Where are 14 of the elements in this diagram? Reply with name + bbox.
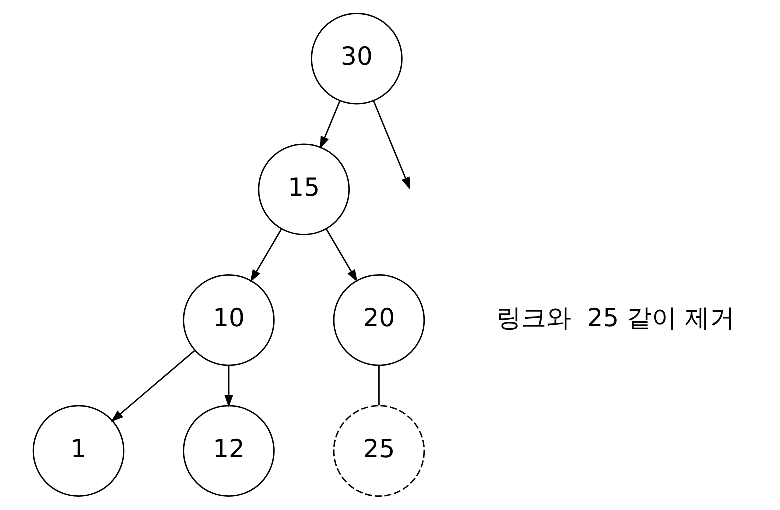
arrow	[111, 350, 196, 422]
node-circle: 10	[183, 274, 275, 366]
node-circle: 20	[333, 274, 426, 366]
arrow	[250, 229, 282, 282]
node-circle: 12	[183, 405, 275, 498]
node-circle: 15	[258, 144, 350, 236]
node-circle: 30	[311, 12, 403, 105]
connector	[378, 366, 380, 406]
label: 링크와 25 같이 제거	[496, 303, 736, 332]
arrow	[320, 100, 341, 150]
arrow	[373, 100, 411, 190]
arrow	[326, 229, 358, 282]
arrow	[224, 366, 234, 408]
node-circle: 25	[333, 405, 426, 498]
